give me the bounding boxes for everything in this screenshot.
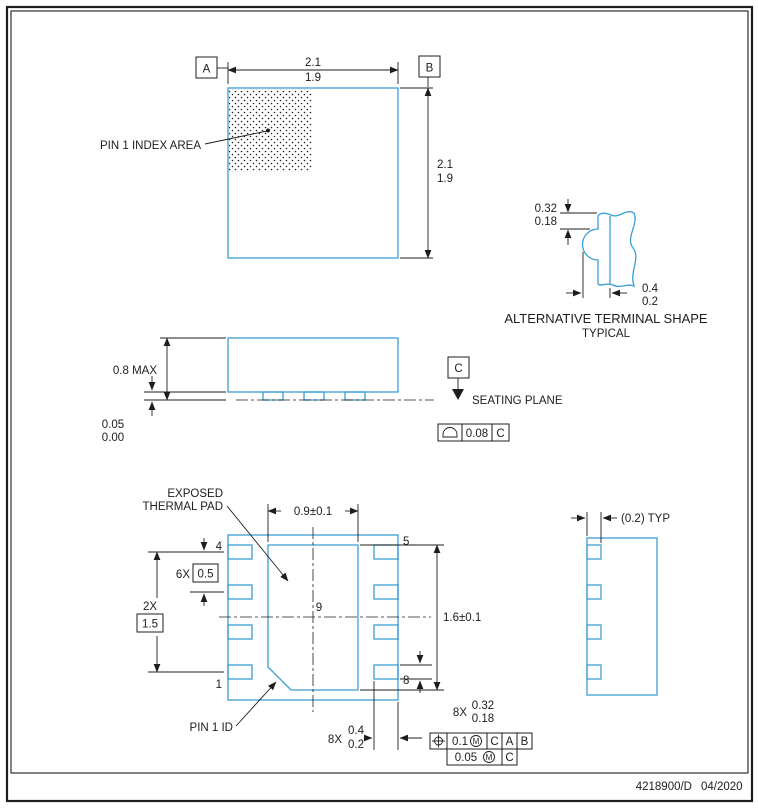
fcf1-modifier: M [473,737,480,746]
terminal-notch [586,544,602,560]
dim-top-height-upper: 2.1 [437,159,453,171]
doc-date: 04/2020 [701,781,743,793]
datum-a-label: A [203,64,211,76]
terminal-bump [303,391,325,401]
datum-a-frame [195,56,218,79]
package-outline-side [227,337,399,393]
fcf1-datum-3: B [521,736,529,748]
terminal-pad [373,664,399,680]
seating-plane-triangle-icon [452,389,464,400]
dim-lead-thickness: (0.2) TYP [621,513,670,525]
inner-border [10,10,749,774]
pin1-id-leader [235,681,277,727]
terminal-bump [262,391,284,401]
dim-row-qty: 2X [143,601,157,613]
dim-lead-length-qty: 8X [328,734,342,746]
dim-top-width-upper: 2.1 [305,57,321,69]
pin-number-1: 1 [216,679,222,691]
exposed-pad-label-1: EXPOSED [167,488,223,500]
datum-b-label: B [426,63,434,75]
dim-lead-width-upper: 0.32 [472,700,494,712]
dim-pitch-qty: 6X [176,569,190,581]
doc-number: 4218900/D [636,781,692,793]
dim-package-height: 0.8 MAX [113,365,157,377]
dim-top-width-lower: 1.9 [305,72,321,84]
fcf1-tolerance: 0.1 [452,736,468,748]
dim-pad-length: 1.6±0.1 [443,612,481,624]
mmc-circle-icon [470,735,482,747]
datum-b-frame [418,55,441,78]
dim-terminal-thickness-upper: 0.32 [535,203,557,215]
dim-lead-width-lower: 0.18 [472,713,494,725]
outer-border [5,5,754,803]
dim-pitch: 0.5 [198,569,214,581]
dim-pad-width: 0.9±0.1 [294,506,332,518]
dim-lead-length-upper: 0.4 [348,725,365,737]
exposed-pad-label-2: THERMAL PAD [142,501,223,513]
fcf2-modifier: M [486,753,493,762]
terminal-notch [586,624,602,640]
basic-dim-frame [136,613,164,633]
pin1-index-dots [229,89,312,172]
exposed-pad-outline [267,544,359,691]
package-outline-top [227,87,399,259]
terminal-shape-outline [581,211,637,288]
package-outline-end [586,537,658,696]
pin1-id-label: PIN 1 ID [190,722,233,734]
fcf-flatness-datum: C [496,428,504,440]
dim-terminal-thickness-lower: 0.18 [535,216,557,228]
fcf-flatness-tol: 0.08 [466,428,488,440]
pin-number-5: 5 [403,536,409,548]
dim-lead-length-lower: 0.2 [348,739,364,751]
fcf1-datum-2: A [506,736,514,748]
terminal-detail-subtitle: TYPICAL [582,328,631,340]
terminal-pad [373,544,399,560]
datum-c-label: C [454,363,462,375]
dim-standoff-lower: 0.00 [102,432,124,444]
terminal-bump [344,391,366,401]
terminal-pad [373,584,399,600]
mmc-circle-icon [483,751,495,763]
pin1-index-label: PIN 1 INDEX AREA [100,140,201,152]
terminal-pad [373,624,399,640]
dim-standoff-upper: 0.05 [102,419,124,431]
pin-number-8: 8 [403,675,409,687]
dim-lead-width-qty: 8X [453,707,467,719]
terminal-pad [227,584,253,600]
seating-plane-label: SEATING PLANE [472,395,563,407]
leader-dot-icon [266,128,270,133]
terminal-pad [227,624,253,640]
basic-dim-frame [192,563,219,583]
top-view: 2.1 1.9 A B 2.1 1.9 PIN 1 INDEX AREA [100,55,453,259]
position-symbol-icon [432,734,445,748]
dim-top-height-lower: 1.9 [437,173,453,185]
fcf1-datum-1: C [490,736,498,748]
datum-c-frame [447,356,470,379]
fcf-position: 0.1 M C A B [429,732,533,750]
exposed-pad-leader [226,505,289,582]
dim-terminal-width-lower: 0.2 [642,296,658,308]
terminal-pad [227,664,253,680]
fcf-position-2: 0.05 M C [446,748,518,766]
pin-number-4: 4 [216,541,223,553]
fcf2-tolerance: 0.05 [455,752,477,764]
terminal-notch [586,664,602,680]
terminal-detail-title: ALTERNATIVE TERMINAL SHAPE [504,311,708,326]
terminal-notch [586,584,602,600]
fcf2-datum-1: C [505,752,513,764]
terminal-detail: 0.32 0.18 0.4 0.2 ALTERNATIVE TERMINAL S… [504,199,708,340]
side-view: 0.8 MAX 0.05 0.00 C SEATING PLANE 0.08 C [102,337,563,444]
terminal-profile-icon [442,427,458,438]
title-strip: 4218900/D 04/2020 [636,781,743,793]
dim-terminal-width-upper: 0.4 [642,283,659,295]
pin1-index-leader [204,130,268,145]
dim-row-span: 1.5 [142,619,158,631]
terminal-pad [227,544,253,560]
end-view: (0.2) TYP [571,512,670,696]
bottom-view: 4 1 5 8 9 0.9±0.1 EXPOSED THERMAL PAD 6X… [136,488,533,766]
pin-number-9: 9 [316,602,322,614]
